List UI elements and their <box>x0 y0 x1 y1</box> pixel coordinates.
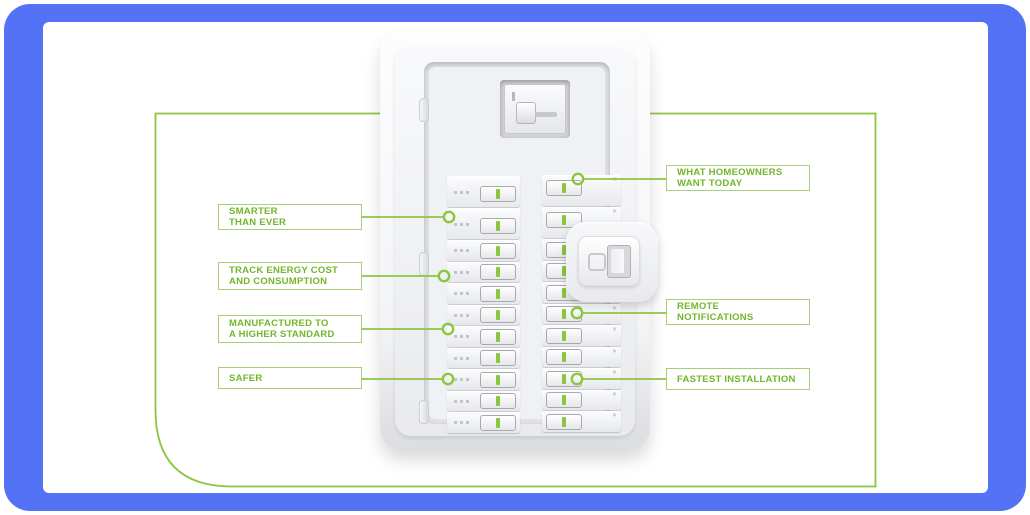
callout-track-energy-line2: AND CONSUMPTION <box>229 276 328 287</box>
breaker-row <box>447 347 520 368</box>
breaker-toggle <box>480 328 516 345</box>
door-hinge-bottom <box>419 400 429 424</box>
breaker-toggle <box>480 186 516 202</box>
breaker-on-indicator <box>496 374 500 385</box>
main-breaker-handle <box>516 102 536 124</box>
main-breaker-lever <box>535 112 557 117</box>
breaker-on-indicator <box>562 352 566 362</box>
breaker-on-indicator <box>496 189 500 199</box>
breaker-column-left <box>447 176 520 434</box>
breaker-row <box>447 240 520 261</box>
breaker-on-indicator <box>496 221 500 231</box>
breaker-row <box>542 411 621 432</box>
hub-status-icon <box>588 253 606 271</box>
breaker-on-indicator <box>562 373 566 384</box>
breaker-on-indicator <box>562 287 566 298</box>
callout-remote-line2: NOTIFICATIONS <box>677 312 754 323</box>
callout-remote: REMOTE NOTIFICATIONS <box>666 299 810 325</box>
breaker-on-indicator <box>496 310 500 320</box>
callout-manufactured-line1: MANUFACTURED TO <box>229 318 329 329</box>
breaker-toggle <box>480 264 516 280</box>
breaker-toggle <box>480 307 516 323</box>
breaker-row <box>447 304 520 325</box>
main-breaker <box>500 80 570 138</box>
breaker-toggle <box>480 414 516 431</box>
breaker-row <box>542 346 621 367</box>
breaker-row <box>447 283 520 304</box>
main-breaker-mark <box>512 92 515 101</box>
breaker-on-indicator <box>562 183 566 193</box>
breaker-toggle <box>546 349 582 365</box>
callout-fastest-line1: FASTEST INSTALLATION <box>677 373 796 385</box>
breaker-toggle <box>480 285 516 302</box>
breaker-toggle <box>546 392 582 408</box>
breaker-on-indicator <box>562 244 566 255</box>
breaker-toggle <box>480 371 516 388</box>
breaker-toggle <box>480 242 516 259</box>
breaker-panel <box>380 32 658 450</box>
callout-track-energy-line1: TRACK ENERGY COST <box>229 265 339 276</box>
breaker-row <box>542 389 621 410</box>
breaker-on-indicator <box>496 267 500 277</box>
door-hinge-middle <box>419 252 429 276</box>
breaker-on-indicator <box>496 288 500 299</box>
breaker-toggle <box>480 350 516 366</box>
breaker-toggle <box>480 393 516 409</box>
callout-remote-line1: REMOTE <box>677 301 720 312</box>
hub-mount <box>566 222 658 302</box>
callout-safer: SAFER <box>218 367 362 389</box>
breaker-toggle <box>546 180 582 196</box>
breaker-toggle <box>546 306 582 322</box>
callout-homeowners-line1: WHAT HOMEOWNERS <box>677 167 783 178</box>
hub-switch-handle <box>611 249 624 273</box>
breaker-on-indicator <box>562 266 566 276</box>
callout-safer-line1: SAFER <box>229 372 263 384</box>
breaker-on-indicator <box>562 330 566 341</box>
breaker-row <box>447 369 520 390</box>
breaker-module <box>542 175 621 206</box>
main-breaker-module <box>504 84 566 134</box>
breaker-row <box>447 326 520 347</box>
breaker-on-indicator <box>496 331 500 342</box>
breaker-row <box>542 325 621 346</box>
callout-smarter: SMARTER THAN EVER <box>218 204 362 230</box>
panel-door <box>395 46 658 436</box>
breaker-column-right <box>542 175 621 433</box>
breaker-toggle <box>546 212 582 228</box>
callout-smarter-line2: THAN EVER <box>229 217 287 228</box>
breaker-row <box>542 368 621 389</box>
breaker-on-indicator <box>496 353 500 363</box>
callout-track-energy: TRACK ENERGY COST AND CONSUMPTION <box>218 262 362 290</box>
callout-smarter-line1: SMARTER <box>229 206 278 217</box>
breaker-on-indicator <box>562 395 566 405</box>
callout-homeowners: WHAT HOMEOWNERS WANT TODAY <box>666 165 810 191</box>
breaker-on-indicator <box>562 416 566 427</box>
breaker-row <box>447 390 520 411</box>
breaker-on-indicator <box>496 245 500 256</box>
connectivity-hub <box>578 236 640 286</box>
breaker-row <box>542 303 621 324</box>
breaker-row <box>447 412 520 433</box>
callout-homeowners-line2: WANT TODAY <box>677 178 743 189</box>
breaker-on-indicator <box>562 215 566 225</box>
breaker-row <box>447 261 520 282</box>
hub-switch <box>607 245 631 278</box>
callout-manufactured: MANUFACTURED TO A HIGHER STANDARD <box>218 315 362 343</box>
breaker-toggle <box>546 370 582 387</box>
callout-fastest: FASTEST INSTALLATION <box>666 368 810 390</box>
breaker-on-indicator <box>496 396 500 406</box>
breaker-module <box>447 208 520 239</box>
breaker-on-indicator <box>496 417 500 428</box>
callout-manufactured-line2: A HIGHER STANDARD <box>229 329 335 340</box>
breaker-on-indicator <box>562 309 566 319</box>
green-outline-rect <box>154 112 877 488</box>
breaker-toggle <box>480 218 516 234</box>
breaker-toggle <box>546 413 582 430</box>
door-hinge-top <box>419 98 429 122</box>
breaker-toggle <box>546 327 582 344</box>
breaker-module <box>447 176 520 207</box>
